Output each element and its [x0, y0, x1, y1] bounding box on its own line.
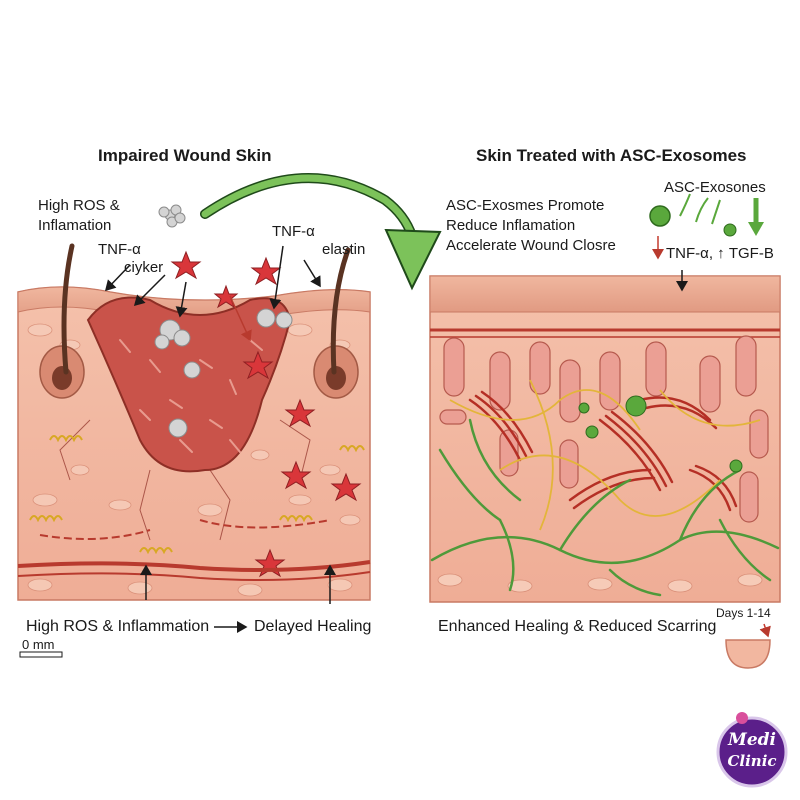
left-skin-section	[17, 204, 371, 601]
logo-line-1: Medi	[728, 730, 776, 750]
label-asc-exosomes: ASC-Exosones	[664, 179, 766, 196]
exosome-icons	[649, 193, 764, 260]
effect-line-3: Accelerate Wound Closre	[446, 237, 616, 254]
medi-clinic-logo	[716, 712, 788, 788]
treatment-arrow	[200, 173, 442, 291]
effect-line-2: Reduce Inflamation	[446, 217, 576, 234]
right-panel-title: Skin Treated with ASC-Exosomes	[476, 146, 747, 165]
label-days: Days 1-14	[716, 606, 771, 620]
label-markers: TNF-α, ↑ TGF-B	[666, 245, 774, 262]
label-tnf-alpha-left: TNF-α	[98, 241, 141, 258]
caption-enhanced-healing: Enhanced Healing & Reduced Scarring	[438, 618, 717, 635]
label-inflammation: Inflamation	[38, 217, 112, 234]
scale-bar	[19, 651, 63, 658]
label-high-ros: High ROS &	[38, 197, 120, 214]
right-skin-section	[429, 275, 781, 603]
caption-delayed-healing: Delayed Healing	[254, 618, 372, 635]
label-cytokine: ciyker	[124, 259, 164, 276]
scale-label: 0 mm	[22, 637, 55, 652]
label-elastin: elastin	[322, 241, 366, 258]
logo-line-2: Clinic	[727, 752, 777, 770]
left-panel-title: Impaired Wound Skin	[98, 146, 272, 165]
left-pointer-arrows	[104, 245, 321, 318]
label-tnf-alpha-right: TNF-α	[272, 223, 315, 240]
caption-high-ros-inflammation: High ROS & Inflammation	[26, 618, 210, 635]
healing-curve-icon	[725, 623, 771, 669]
effect-line-1: ASC-Exosmes Promote	[446, 197, 605, 214]
